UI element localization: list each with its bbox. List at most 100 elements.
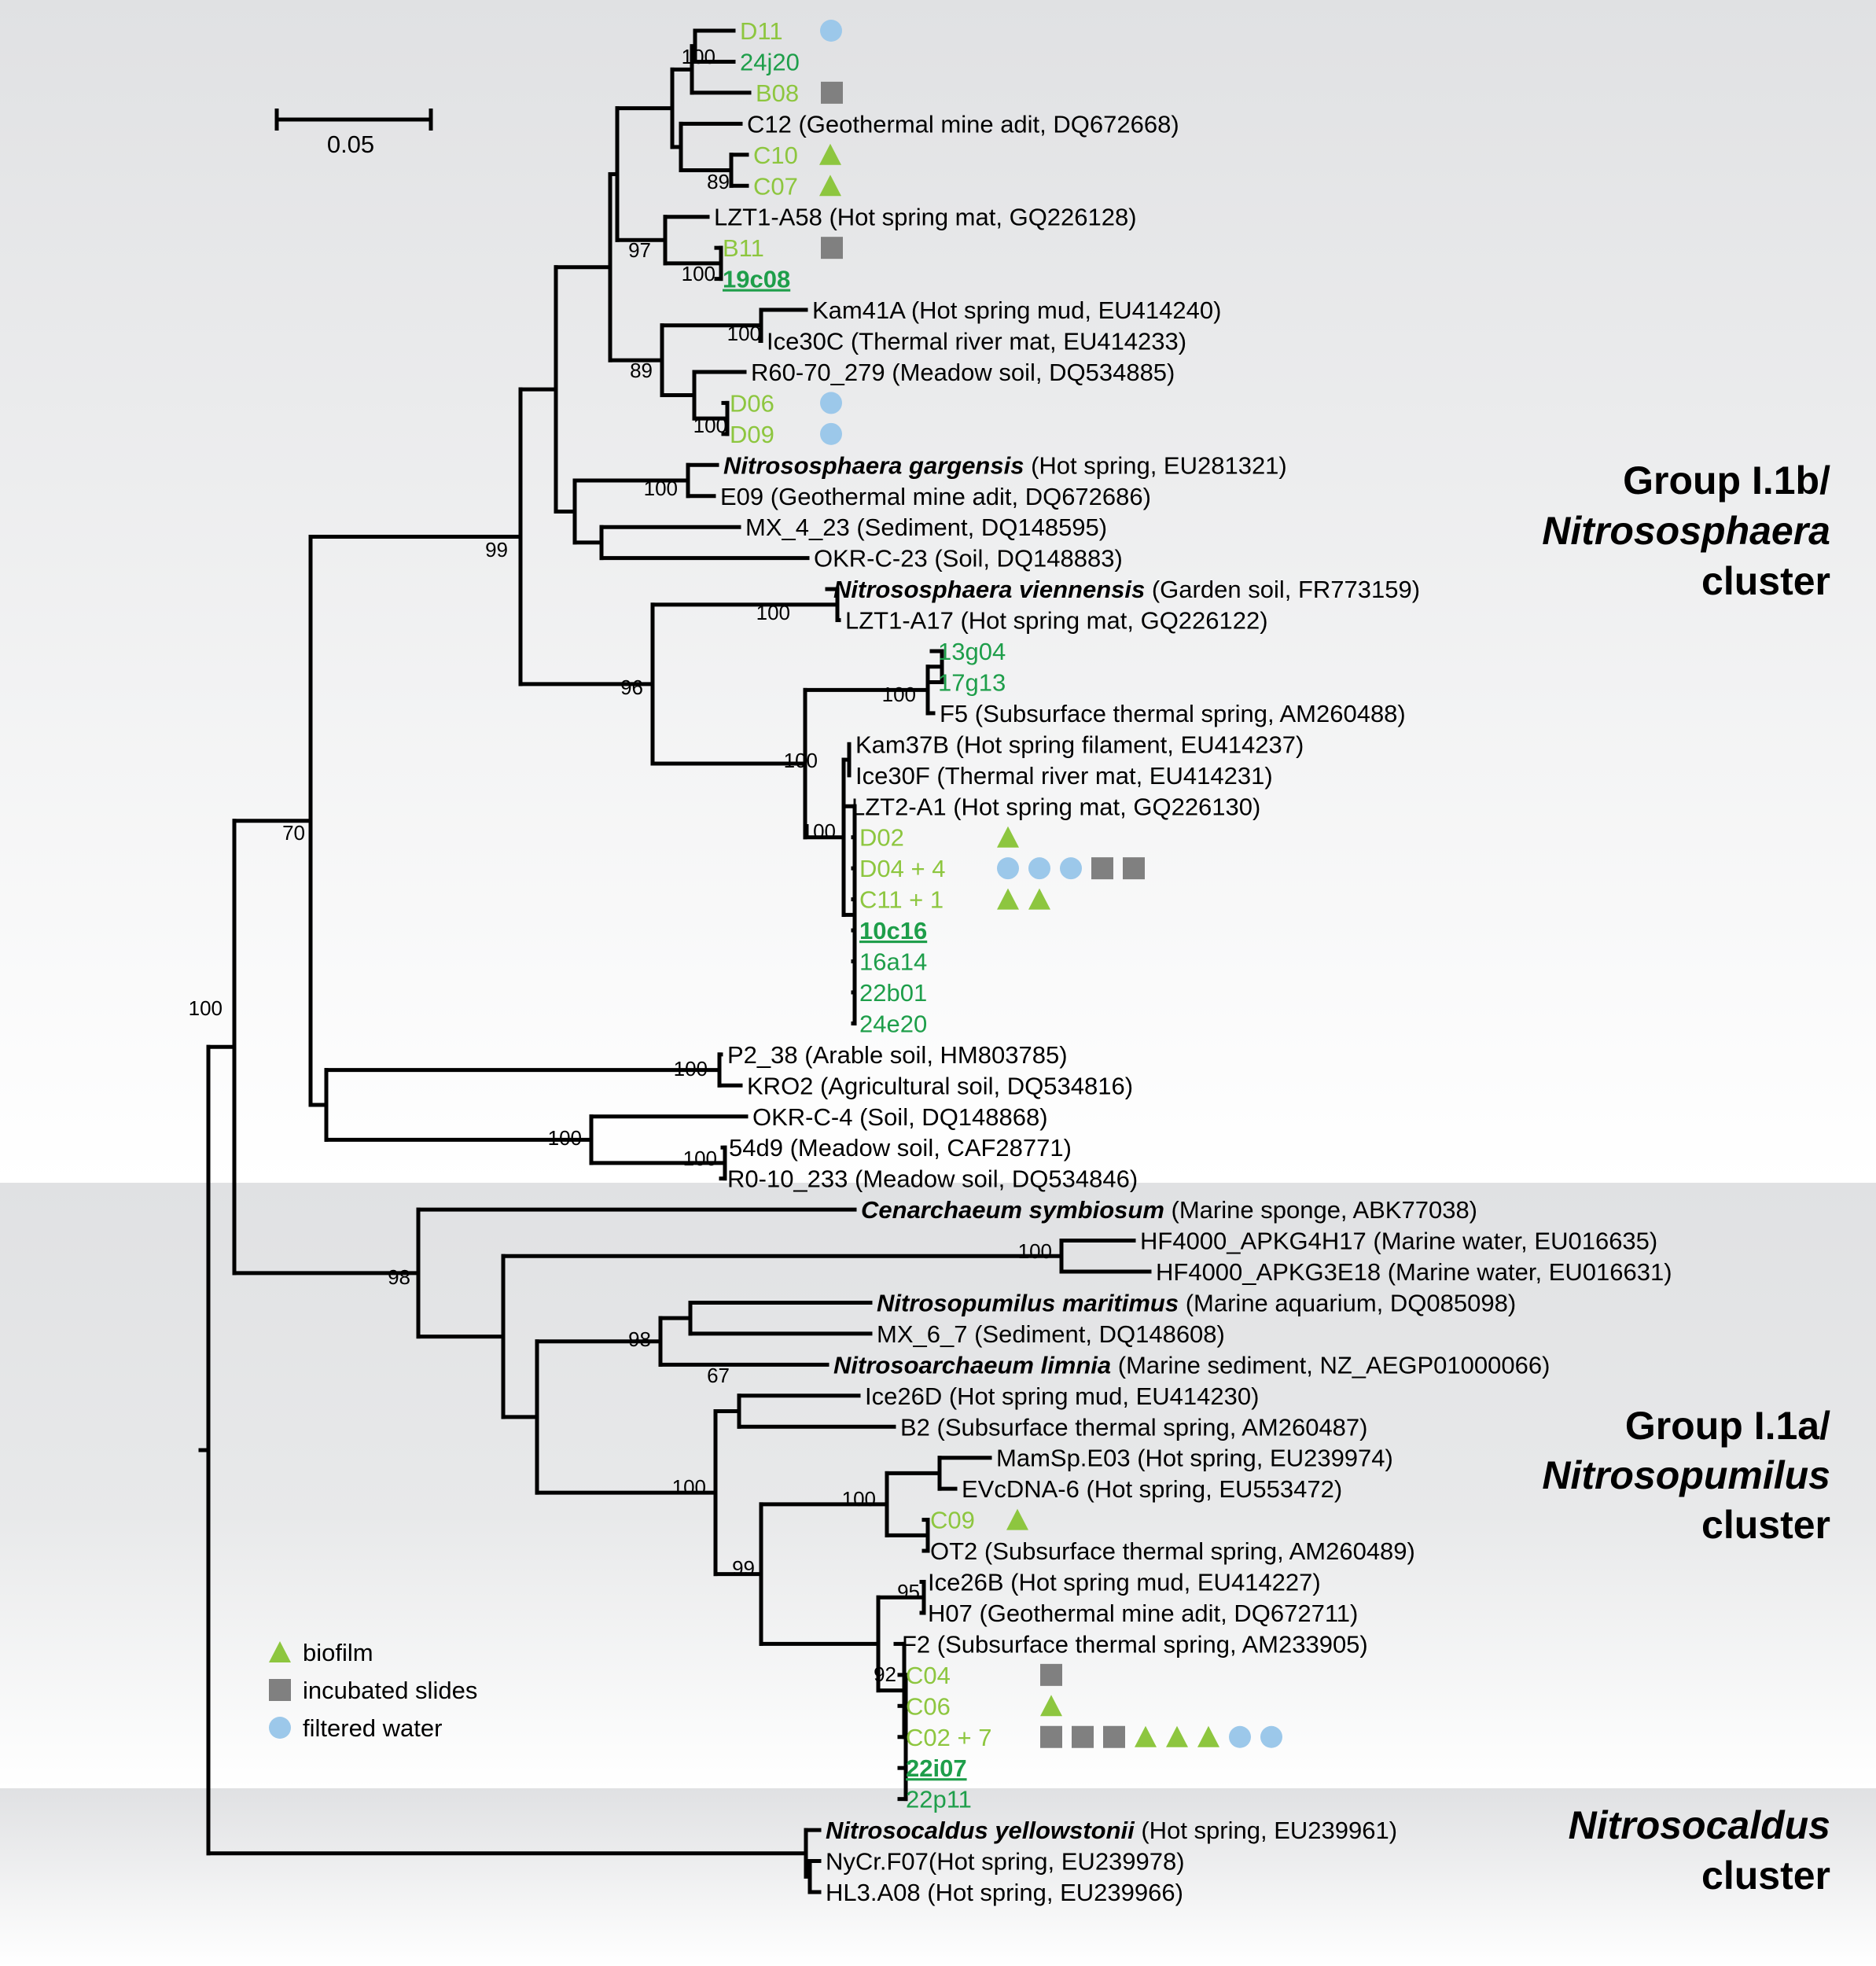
bootstrap-value: 100 bbox=[802, 819, 836, 843]
taxon-name: KRO2 bbox=[747, 1072, 813, 1099]
tip-label-lzt2-a1: LZT2-A1 (Hot spring mat, GQ226130) bbox=[852, 793, 1260, 820]
bootstrap-values: 1008910097100100891009910010010010096701… bbox=[189, 45, 1052, 1686]
taxon-name: OT2 bbox=[930, 1537, 977, 1565]
taxon-source: (Meadow soil, DQ534846) bbox=[848, 1165, 1138, 1193]
biofilm-triangle-icon bbox=[1135, 1725, 1157, 1747]
bootstrap-value: 100 bbox=[727, 322, 761, 345]
taxon-name: 10c16 bbox=[859, 917, 927, 944]
tip-label-p2-38: P2_38 (Arable soil, HM803785) bbox=[727, 1041, 1068, 1069]
bootstrap-value: 100 bbox=[842, 1487, 876, 1511]
biofilm-triangle-icon bbox=[997, 826, 1019, 848]
filtered-water-circle-icon bbox=[820, 392, 842, 414]
bootstrap-value: 96 bbox=[620, 676, 643, 699]
legend-label-square: incubated slides bbox=[303, 1677, 477, 1704]
filtered-water-circle-icon bbox=[1260, 1725, 1282, 1748]
tip-label-22p11: 22p11 bbox=[906, 1786, 972, 1813]
taxon-name: LZT1-A17 bbox=[845, 607, 954, 635]
biofilm-triangle-icon bbox=[1197, 1725, 1219, 1747]
taxon-source: (Marine sediment, NZ_AEGP01000066) bbox=[1111, 1351, 1550, 1379]
tip-label-b08: B08 bbox=[756, 79, 799, 107]
incubated-slide-square-icon bbox=[1040, 1663, 1062, 1686]
taxon-name: B11 bbox=[723, 234, 764, 262]
tip-label-ot2: OT2 (Subsurface thermal spring, AM260489… bbox=[930, 1537, 1415, 1565]
biofilm-triangle-icon bbox=[997, 888, 1019, 910]
taxon-name: 16a14 bbox=[859, 948, 927, 976]
biofilm-triangle-icon bbox=[819, 175, 841, 197]
taxon-name: C11 + 1 bbox=[859, 886, 944, 914]
taxon-source: (Geothermal mine adit, DQ672668) bbox=[792, 110, 1179, 138]
tip-label-c06: C06 bbox=[906, 1692, 951, 1720]
taxon-name: 24e20 bbox=[859, 1010, 927, 1037]
tip-label-19c08: 19c08 bbox=[723, 266, 790, 293]
taxon-name: 22b01 bbox=[859, 979, 927, 1007]
taxon-name: Kam41A bbox=[812, 296, 906, 324]
filtered-water-circle-icon bbox=[997, 857, 1019, 880]
legend-label-triangle: biofilm bbox=[303, 1639, 373, 1666]
bootstrap-value: 100 bbox=[682, 262, 715, 285]
taxon-name: MamSp.E03 bbox=[996, 1445, 1131, 1472]
tip-label-22b01: 22b01 bbox=[859, 979, 927, 1007]
biofilm-triangle-icon bbox=[1166, 1725, 1188, 1747]
filtered-water-circle-icon bbox=[820, 422, 842, 445]
taxon-name: P2_38 bbox=[727, 1041, 798, 1069]
bootstrap-value: 100 bbox=[682, 45, 715, 68]
tip-label-c07: C07 bbox=[753, 172, 798, 200]
taxon-name: 24j20 bbox=[740, 48, 800, 75]
taxon-name: 22i07 bbox=[906, 1754, 967, 1782]
taxon-source: (Marine water, EU016631) bbox=[1381, 1258, 1672, 1286]
tip-label-hf4000-apkg3e18: HF4000_APKG3E18 (Marine water, EU016631) bbox=[1156, 1258, 1672, 1286]
taxon-source: (Thermal river mat, EU414233) bbox=[844, 328, 1186, 355]
incubated-slide-square-icon bbox=[1091, 857, 1113, 880]
tip-label-c02-7: C02 + 7 bbox=[906, 1724, 991, 1751]
tip-label-d11: D11 bbox=[740, 17, 783, 45]
filtered-water-circle-icon bbox=[269, 1717, 291, 1739]
incubated-slide-square-icon bbox=[1103, 1725, 1125, 1748]
taxon-source: (Geothermal mine adit, DQ672711) bbox=[973, 1600, 1359, 1627]
incubated-slide-square-icon bbox=[821, 237, 843, 260]
bootstrap-value: 100 bbox=[784, 749, 818, 772]
taxon-name: F5 bbox=[940, 700, 968, 727]
tip-label-17g13: 17g13 bbox=[938, 668, 1006, 696]
taxon-source: (Hot spring mat, GQ226122) bbox=[954, 607, 1268, 635]
incubated-slide-square-icon bbox=[821, 81, 843, 104]
tip-label-d09: D09 bbox=[730, 421, 774, 448]
taxon-name: D09 bbox=[730, 421, 774, 448]
filtered-water-circle-icon bbox=[1060, 857, 1082, 880]
taxon-source: (Subsurface thermal spring, AM260488) bbox=[968, 700, 1406, 727]
tip-label-kro2: KRO2 (Agricultural soil, DQ534816) bbox=[747, 1072, 1133, 1099]
taxon-source: (Hot spring, EU239966) bbox=[921, 1879, 1183, 1906]
tip-label-d02: D02 bbox=[859, 824, 904, 852]
taxon-name: D04 + 4 bbox=[859, 855, 945, 882]
taxon-source: (Marine aquarium, DQ085098) bbox=[1179, 1289, 1516, 1316]
cluster-label-nc-line-0: Nitrosocaldus bbox=[1569, 1803, 1830, 1847]
legend-label-circle: filtered water bbox=[303, 1714, 442, 1742]
taxon-source: (Soil, DQ148883) bbox=[928, 545, 1123, 572]
biofilm-triangle-icon bbox=[1006, 1508, 1028, 1530]
bootstrap-value: 98 bbox=[628, 1327, 651, 1351]
tip-label-lzt1-a58: LZT1-A58 (Hot spring mat, GQ226128) bbox=[714, 204, 1137, 231]
scale-bar-label: 0.05 bbox=[327, 131, 374, 158]
taxon-name: H07 bbox=[928, 1600, 973, 1627]
filtered-water-circle-icon bbox=[1229, 1725, 1251, 1748]
taxon-source: (Meadow soil, CAF28771) bbox=[783, 1134, 1072, 1162]
taxon-source: (Hot spring, EU281321) bbox=[1024, 451, 1286, 479]
taxon-name: D02 bbox=[859, 824, 904, 852]
tip-label-mx-6-7: MX_6_7 (Sediment, DQ148608) bbox=[877, 1320, 1225, 1348]
taxon-name: OKR-C-4 bbox=[752, 1103, 852, 1131]
bootstrap-value: 97 bbox=[628, 238, 651, 262]
taxon-name: C12 bbox=[747, 110, 792, 138]
taxon-name: EVcDNA-6 bbox=[962, 1475, 1080, 1503]
taxon-name: C10 bbox=[753, 142, 798, 169]
incubated-slide-square-icon bbox=[1072, 1725, 1094, 1748]
tip-label-kam37b: Kam37B (Hot spring filament, EU414237) bbox=[855, 731, 1304, 758]
tip-label-10c16: 10c16 bbox=[859, 917, 927, 944]
taxon-name: LZT2-A1 bbox=[852, 793, 947, 820]
taxon-source: (Subsurface thermal spring, AM233905) bbox=[930, 1630, 1368, 1658]
bootstrap-value: 100 bbox=[672, 1475, 706, 1499]
tip-label-c09: C09 bbox=[930, 1507, 975, 1534]
taxon-name: D06 bbox=[730, 389, 774, 417]
taxon-name: E09 bbox=[720, 483, 763, 510]
